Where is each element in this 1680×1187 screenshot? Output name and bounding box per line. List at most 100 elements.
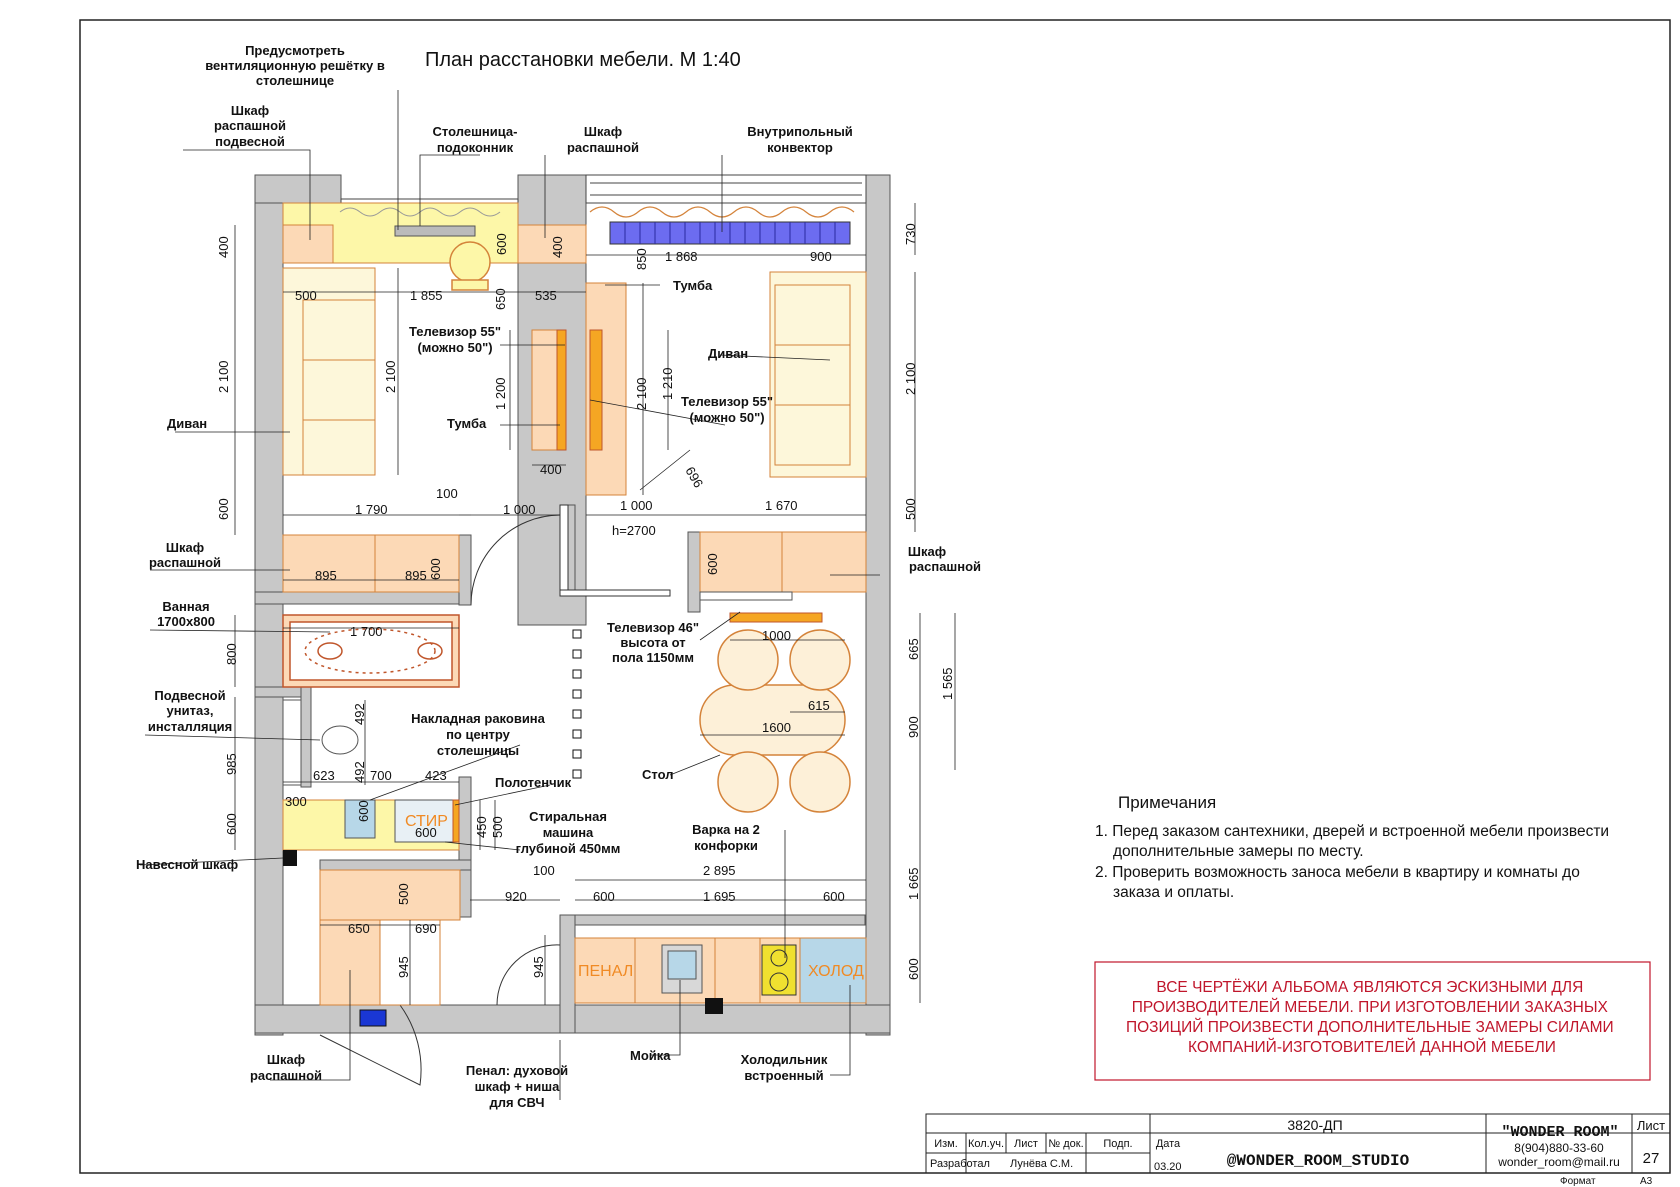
- tb-col-0: Изм.: [934, 1138, 958, 1150]
- svg-text:985: 985: [224, 753, 239, 775]
- svg-text:600: 600: [224, 813, 239, 835]
- kitchen-riser: [705, 998, 723, 1014]
- dining-table: [699, 684, 846, 756]
- hanging-cabinet: [282, 224, 334, 264]
- label-wall-cabinet: Навесной шкаф: [136, 857, 238, 872]
- fridge-tag: ХОЛОД: [808, 963, 864, 980]
- label-divan-left: Диван: [167, 416, 207, 431]
- svg-text:850: 850: [634, 248, 649, 270]
- svg-text:730: 730: [903, 223, 918, 245]
- tb-format-label: Формат: [1560, 1176, 1596, 1187]
- svg-text:1 000: 1 000: [503, 502, 536, 517]
- svg-text:400: 400: [540, 462, 562, 477]
- windows: [340, 174, 867, 208]
- cooktop: [761, 944, 797, 996]
- tb-studio: "WONDER ROOM": [1501, 1124, 1618, 1141]
- label-tumba-right: Тумба: [673, 278, 713, 293]
- note-1: 1. Перед заказом сантехники, дверей и вс…: [1095, 823, 1609, 860]
- warning-box: [1094, 961, 1651, 1081]
- svg-text:100: 100: [533, 863, 555, 878]
- sink: [661, 944, 703, 994]
- svg-text:895: 895: [315, 568, 337, 583]
- washer-tag: СТИР: [405, 813, 448, 830]
- tb-sheet-no: 27: [1643, 1150, 1660, 1167]
- convector-grid: [624, 222, 836, 244]
- label-tv-right: Телевизор 55"(можно 50"): [681, 394, 773, 425]
- tb-format: A3: [1640, 1176, 1653, 1187]
- svg-text:1 200: 1 200: [493, 377, 508, 410]
- tb-col-1: Кол.уч.: [968, 1138, 1004, 1150]
- tb-col-2: Лист: [1014, 1138, 1038, 1150]
- label-tumba-left: Тумба: [447, 416, 487, 431]
- sofa-right: [769, 271, 867, 478]
- dimension-texts: 400 600 400 500 1 855 650 535 850 1 868 …: [216, 223, 955, 980]
- label-divan-right: Диван: [708, 346, 748, 361]
- wardrobe-right: [699, 531, 867, 593]
- notes-heading: Примечания: [1118, 793, 1216, 812]
- svg-text:450: 450: [474, 816, 489, 838]
- tb-col-5: Дата: [1156, 1138, 1181, 1150]
- sofa-left: [282, 267, 376, 476]
- svg-text:100: 100: [436, 486, 458, 501]
- svg-text:1 210: 1 210: [660, 367, 675, 400]
- svg-text:1 790: 1 790: [355, 502, 388, 517]
- svg-text:1 695: 1 695: [703, 889, 736, 904]
- svg-text:1 855: 1 855: [410, 288, 443, 303]
- penal-tag: ПЕНАЛ: [578, 963, 633, 980]
- tb-col-3: № док.: [1048, 1138, 1083, 1150]
- svg-text:900: 900: [906, 716, 921, 738]
- wardrobe-bottom: [319, 869, 461, 1027]
- tv-left: [556, 329, 567, 451]
- tv-46: [729, 612, 823, 623]
- tb-code: 3820-ДП: [1287, 1117, 1342, 1133]
- tb-handle: @WONDER_ROOM_STUDIO: [1227, 1152, 1410, 1170]
- svg-text:650: 650: [493, 288, 508, 310]
- svg-text:1 000: 1 000: [620, 498, 653, 513]
- drawing-title: План расстановки мебели. М 1:40: [425, 49, 741, 71]
- svg-text:696: 696: [682, 464, 706, 490]
- svg-text:945: 945: [531, 956, 546, 978]
- tb-sheet-label: Лист: [1637, 1118, 1665, 1133]
- svg-text:500: 500: [490, 816, 505, 838]
- label-towel: Полотенчик: [495, 775, 572, 790]
- tb-author: Лунёва С.М.: [1010, 1158, 1073, 1170]
- svg-text:600: 600: [428, 558, 443, 580]
- svg-text:1000: 1000: [762, 628, 791, 643]
- svg-text:1 565: 1 565: [940, 667, 955, 700]
- svg-text:600: 600: [593, 889, 615, 904]
- svg-text:600: 600: [216, 498, 231, 520]
- svg-text:615: 615: [808, 698, 830, 713]
- svg-text:600: 600: [415, 825, 437, 840]
- tb-developed: Разработал: [930, 1158, 990, 1170]
- svg-text:895: 895: [405, 568, 427, 583]
- dimension-lines: [234, 203, 956, 1005]
- wardrobe-right-ledge: [699, 591, 793, 601]
- svg-text:1 665: 1 665: [906, 867, 921, 900]
- desk-chair: [449, 241, 491, 291]
- door-leaves: [559, 504, 671, 597]
- wardrobe-top: [517, 224, 587, 264]
- svg-text:492: 492: [352, 761, 367, 783]
- svg-text:945: 945: [396, 956, 411, 978]
- svg-text:492: 492: [352, 703, 367, 725]
- svg-text:700: 700: [370, 768, 392, 783]
- svg-text:400: 400: [216, 236, 231, 258]
- svg-text:600: 600: [356, 800, 371, 822]
- label-sink: Мойка: [630, 1048, 671, 1063]
- tb-date: 03.20: [1154, 1161, 1182, 1173]
- svg-text:600: 600: [823, 889, 845, 904]
- warning-text: ВСЕ ЧЕРТЁЖИ АЛЬБОМА ЯВЛЯЮТСЯ ЭСКИЗНЫМИ Д…: [1126, 979, 1618, 1056]
- svg-text:2 100: 2 100: [903, 362, 918, 395]
